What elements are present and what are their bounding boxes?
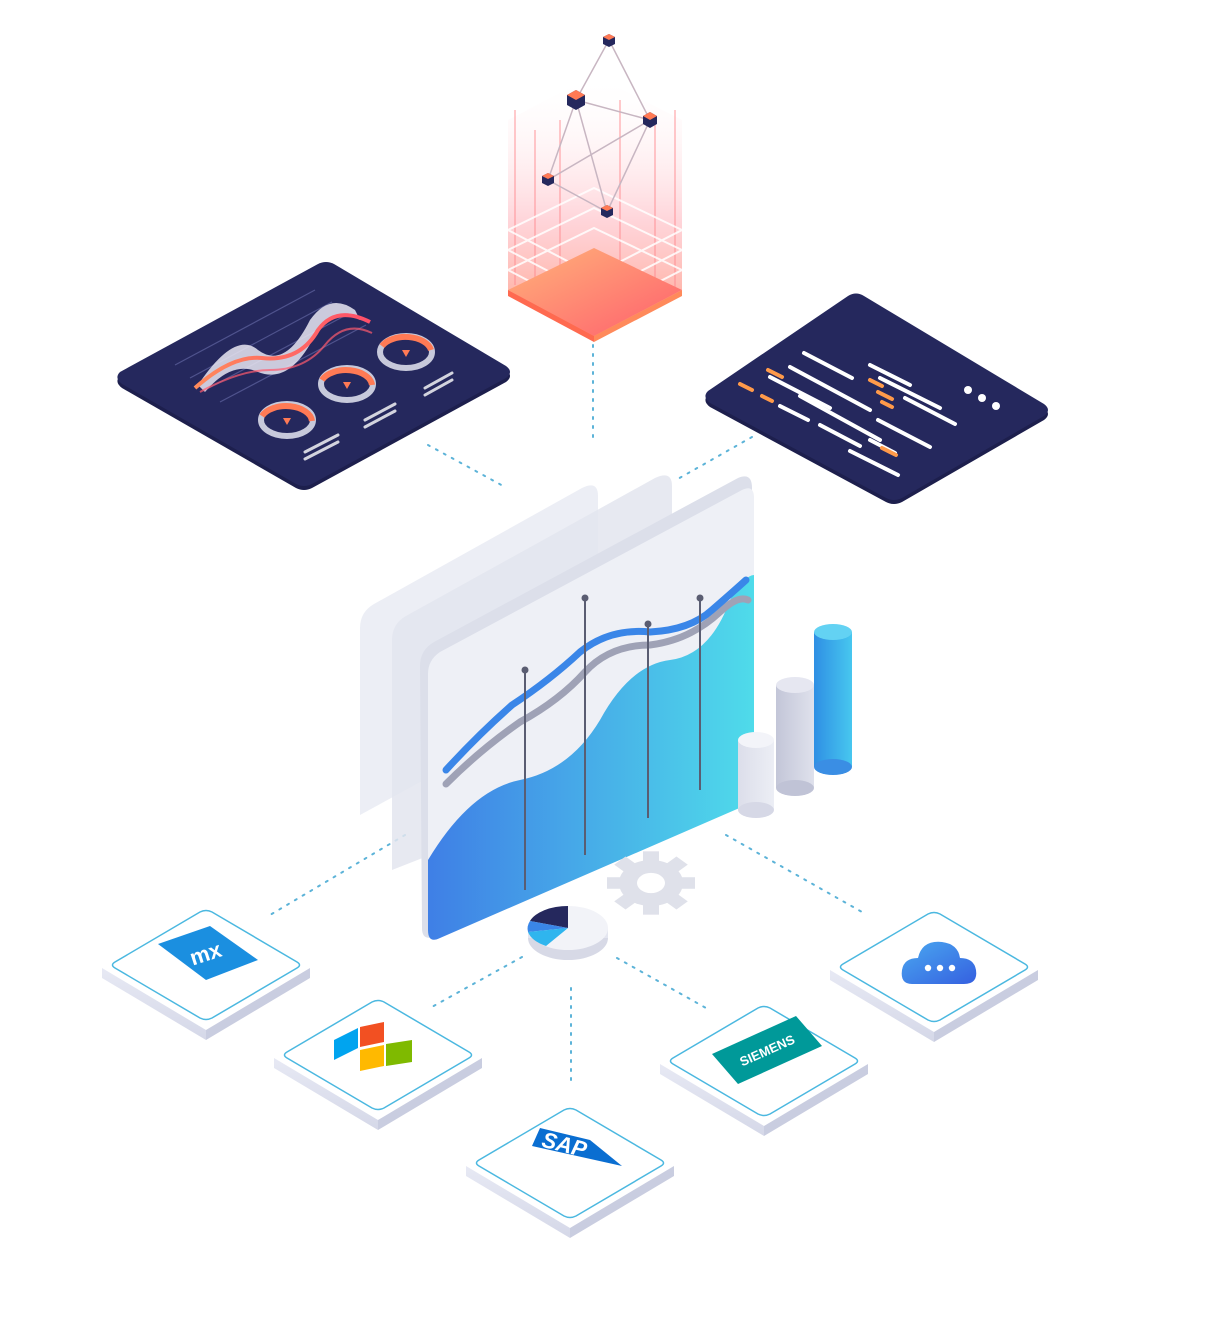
pie-chart-icon — [527, 906, 608, 960]
dashboard-panel-icon — [117, 262, 510, 490]
network-cube-icon — [505, 34, 685, 342]
cylinder-bars-icon — [738, 624, 852, 818]
mendix-logo-icon: mx — [158, 926, 258, 980]
gear-icon — [607, 851, 695, 915]
connector-lines — [269, 344, 863, 1086]
cloud-icon — [901, 941, 977, 984]
tile-siemens[interactable]: SIEMENS — [660, 1002, 868, 1136]
area-chart-icon — [360, 475, 754, 940]
tile-sap[interactable]: SAP — [466, 1104, 674, 1238]
code-panel-icon — [705, 293, 1048, 504]
tile-cloud[interactable] — [830, 908, 1038, 1042]
microsoft-logo-icon — [334, 1022, 412, 1071]
tile-mendix[interactable]: mx — [102, 906, 310, 1040]
tile-microsoft[interactable] — [274, 996, 482, 1130]
